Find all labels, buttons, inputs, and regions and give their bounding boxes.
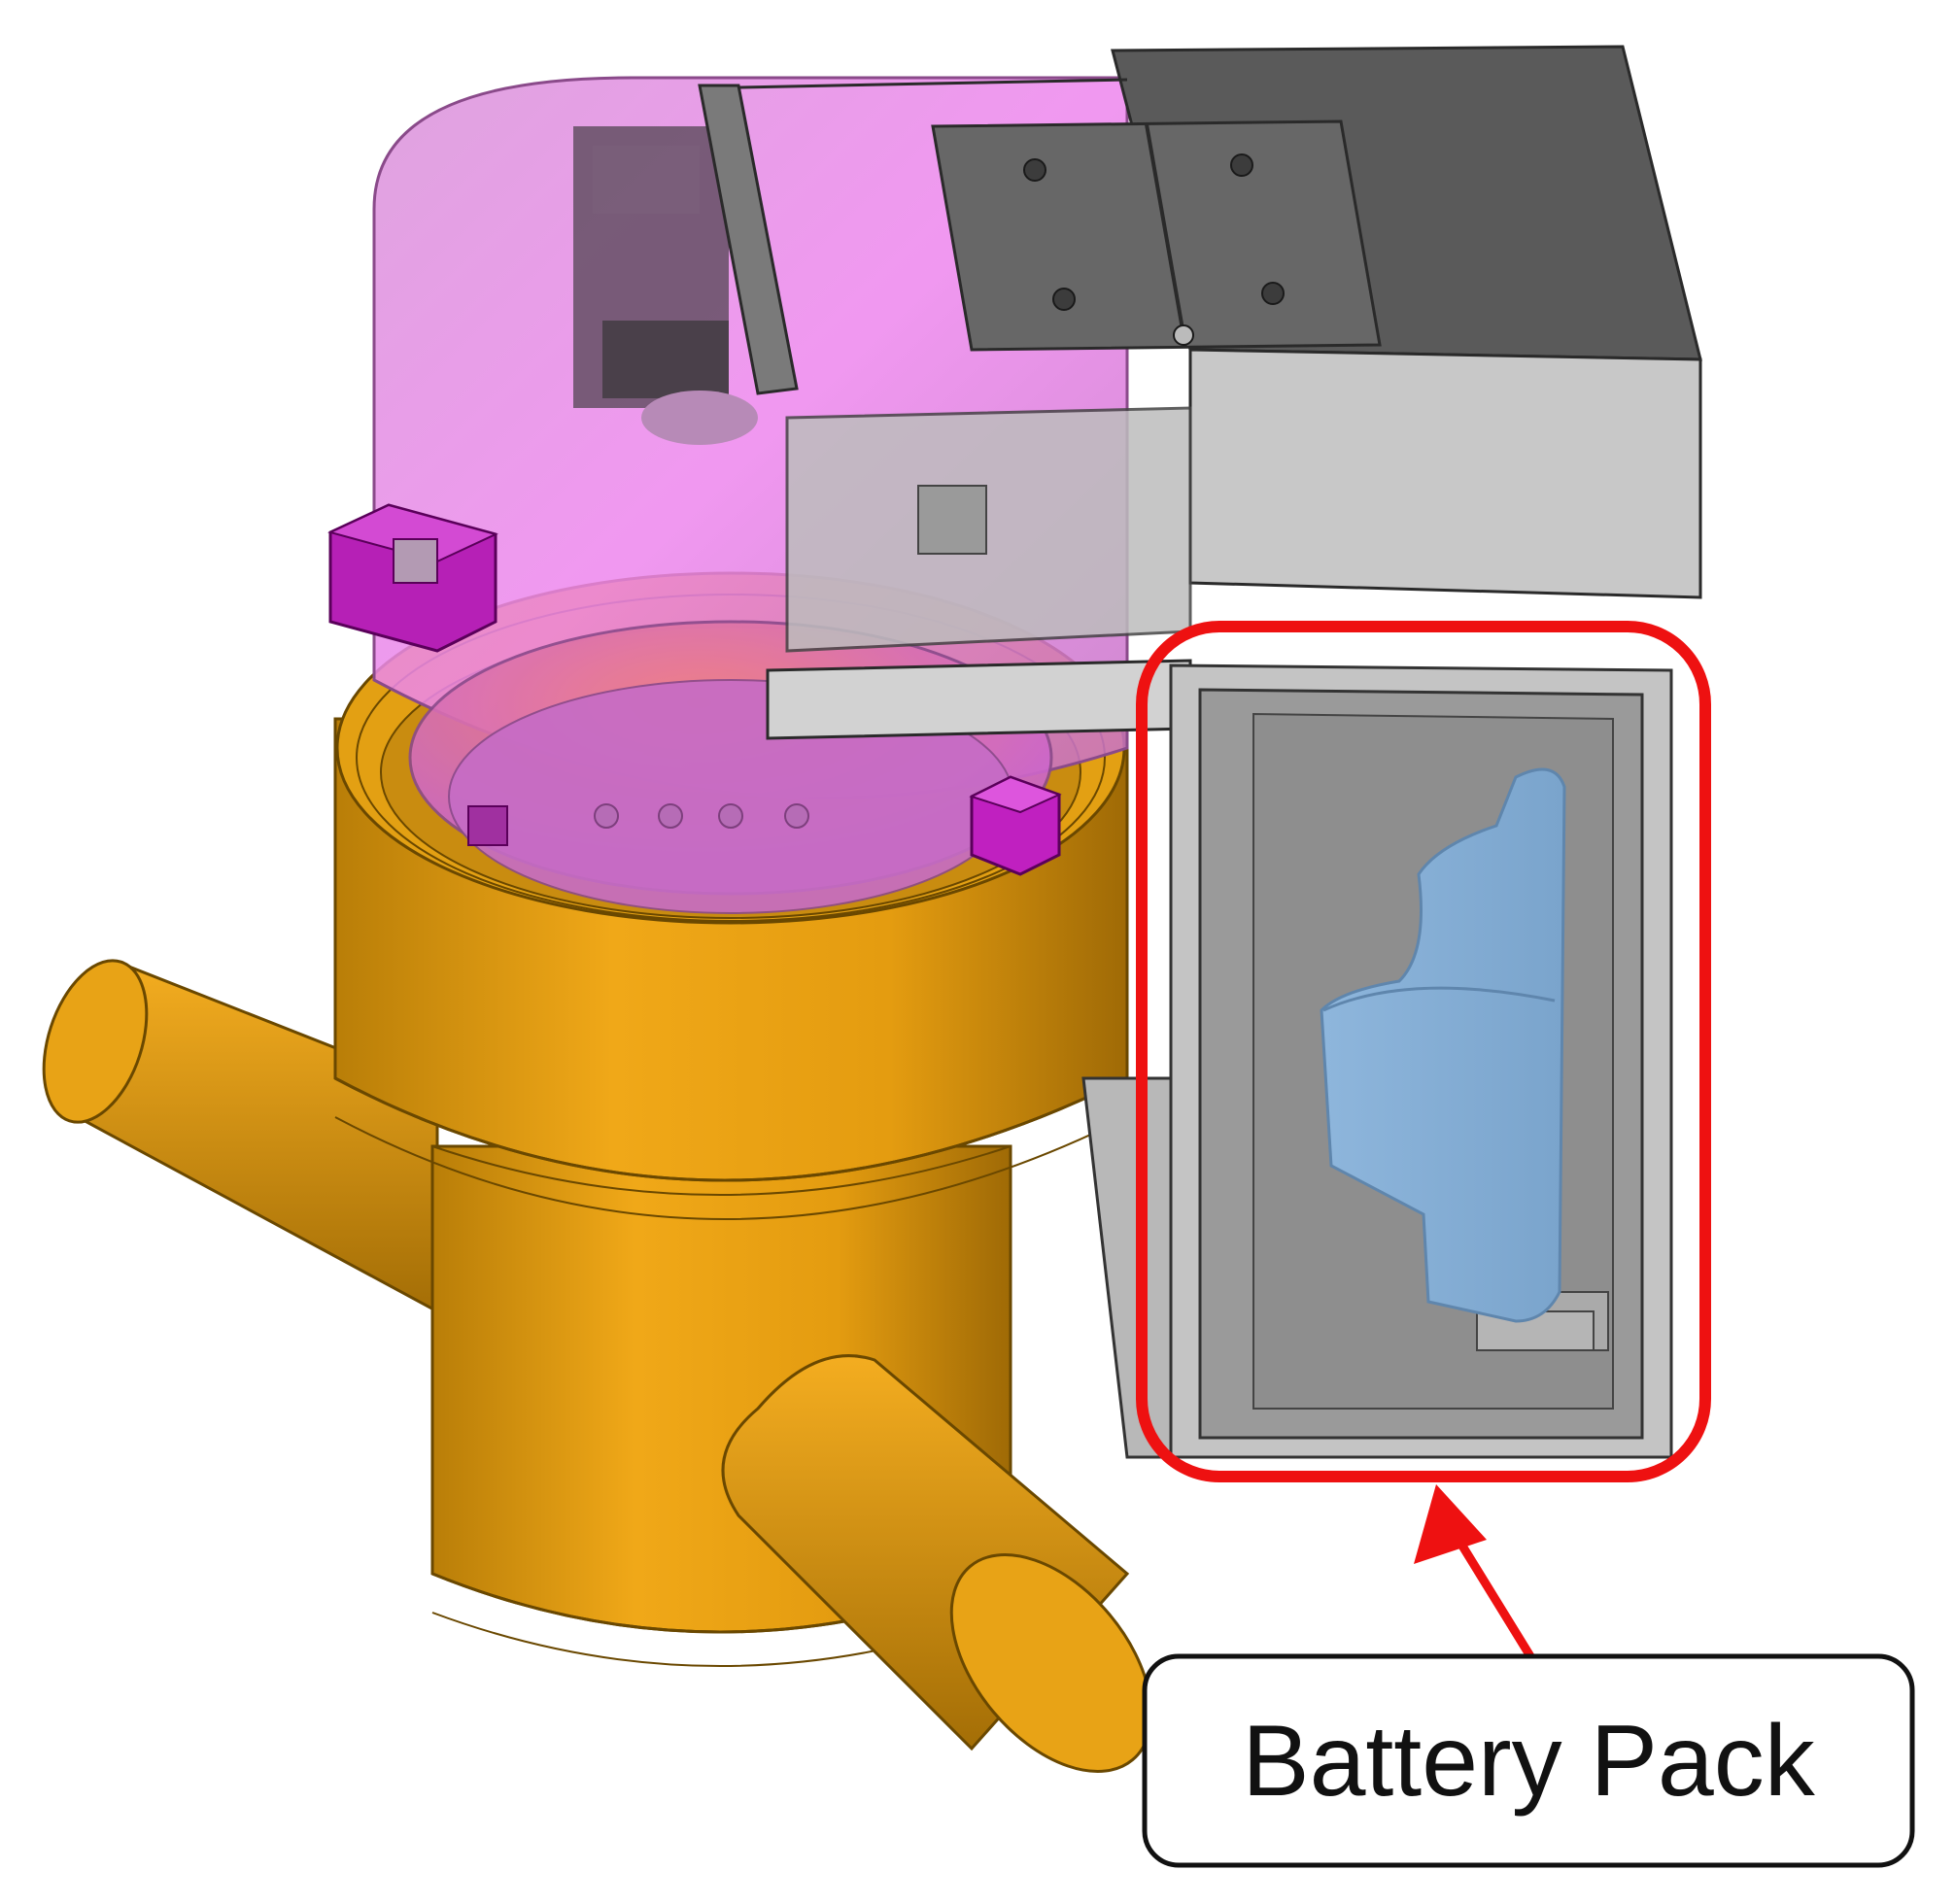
callout-box: Battery Pack xyxy=(1142,1653,1915,1868)
electronics-housing xyxy=(698,45,1702,740)
mount-block-left xyxy=(327,503,498,653)
mount-block-small xyxy=(467,805,508,846)
callout-label: Battery Pack xyxy=(1242,1705,1816,1818)
battery-cell xyxy=(1320,767,1566,1323)
battery-pack-highlight xyxy=(1136,621,1711,1482)
mount-block-right xyxy=(969,775,1062,876)
left-side-pipe xyxy=(42,959,439,1314)
front-side-pipe xyxy=(721,1354,1153,1773)
callout-arrow xyxy=(1414,1484,1534,1659)
